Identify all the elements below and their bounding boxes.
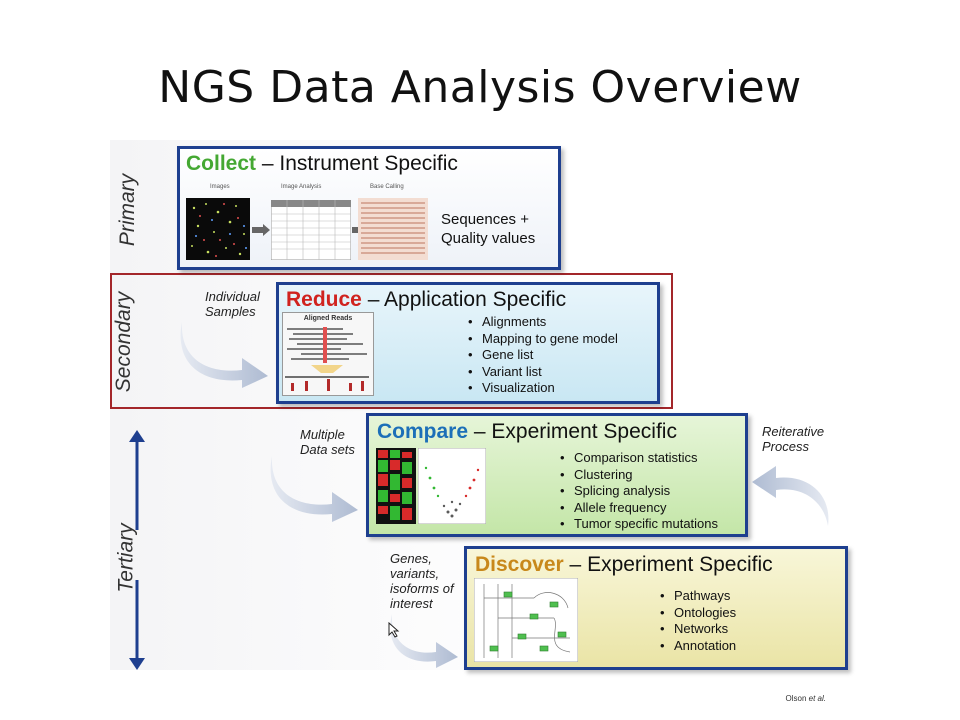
reduce-aligned-reads-label: Aligned Reads [303,315,353,322]
page-title: NGS Data Analysis Overview [158,62,802,113]
compare-volcano-plot [418,448,486,524]
compare-item: Allele frequency [560,500,718,517]
collect-arrow-1 [252,224,270,236]
note-individual-samples: Individual Samples [205,289,260,319]
discover-keyword: Discover [475,553,564,576]
compare-item: Tumor specific mutations [560,516,718,533]
cursor-icon [388,622,400,638]
reduce-item: Alignments [468,314,618,331]
compare-item: Splicing analysis [560,483,718,500]
collect-image-thumbnail [186,198,250,260]
compare-heatmap-image [376,448,416,524]
stage-label-primary: Primary [116,173,140,247]
citation-author: Olson [785,694,809,703]
compare-subtitle: – Experiment Specific [468,420,677,443]
discover-items-list: Pathways Ontologies Networks Annotation [660,588,736,654]
note-genes-variants: Genes, variants, isoforms of interest [390,551,454,611]
tertiary-range-arrow [129,430,145,670]
reduce-items-list: Alignments Mapping to gene model Gene li… [468,314,618,397]
secondary-highlight-frame [110,273,673,409]
curved-arrow-tertiary [270,456,358,522]
reduce-item: Visualization [468,380,618,397]
discover-item: Pathways [660,588,736,605]
compare-item: Comparison statistics [560,450,718,467]
collect-image-analysis-table [271,200,351,260]
aligned-reads-graphic [285,327,369,391]
curved-arrow-reiterative [752,466,829,526]
discover-item: Networks [660,621,736,638]
note-reiterative-process: Reiterative Process [762,424,825,454]
reduce-aligned-reads-image: Aligned Reads [282,312,374,396]
reduce-subtitle: – Application Specific [361,288,567,311]
collect-keyword: Collect [186,152,257,175]
discover-subtitle: – Experiment Specific [563,553,773,576]
citation-credit: Olson et al. [786,694,826,703]
compare-title: Compare – Experiment Specific [377,420,677,444]
reduce-item: Variant list [468,364,618,381]
note-multiple-data-sets: Multiple Data sets [300,427,355,457]
curved-arrow-secondary [180,322,268,388]
collect-label-image-analysis: Image Analysis [281,184,322,190]
collect-title: Collect – Instrument Specific [186,152,458,176]
collect-output-text: Sequences + Quality values [441,211,536,247]
reduce-item: Gene list [468,347,618,364]
collect-label-images: Images [210,184,230,190]
collect-base-calling-thumbnail [358,198,428,260]
curved-arrow-discover [390,614,458,668]
reduce-title: Reduce – Application Specific [286,288,566,312]
reduce-item: Mapping to gene model [468,331,618,348]
discover-title: Discover – Experiment Specific [475,553,773,577]
citation-etal: et al. [808,694,826,703]
discover-item: Ontologies [660,605,736,622]
discover-item: Annotation [660,638,736,655]
compare-item: Clustering [560,467,718,484]
compare-keyword: Compare [377,420,469,443]
compare-items-list: Comparison statistics Clustering Splicin… [560,450,718,533]
discover-pathway-image [474,578,578,662]
collect-subtitle: – Instrument Specific [256,152,458,175]
collect-label-base-calling: Base Calling [370,184,404,190]
reduce-keyword: Reduce [286,288,362,311]
